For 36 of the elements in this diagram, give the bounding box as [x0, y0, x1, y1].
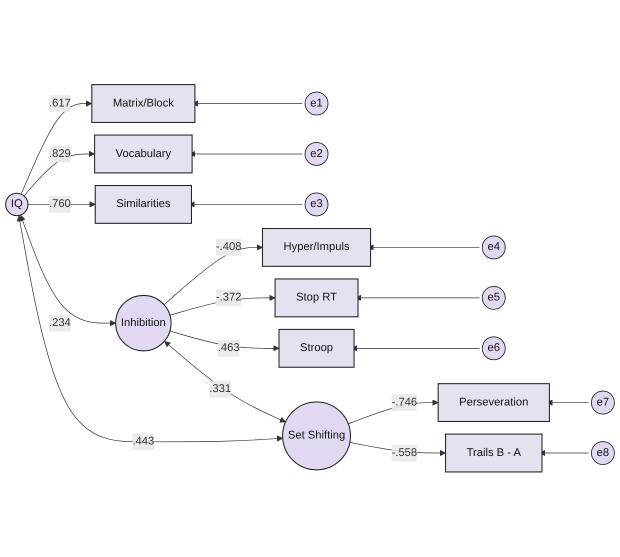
node-circle: e3 — [304, 192, 328, 217]
arrow — [20, 215, 116, 326]
edge-label: .463 — [218, 342, 240, 354]
node-box: Matrix/Block — [91, 84, 196, 124]
node-circle: Set Shifting — [282, 402, 351, 471]
node-circle: e1 — [304, 92, 328, 116]
edge-label: .617 — [48, 97, 71, 110]
node-circle: IQ — [5, 192, 28, 216]
edge-label: -.746 — [392, 396, 418, 408]
arrow — [170, 330, 280, 352]
edge-label: .443 — [132, 436, 154, 448]
edge-label: -.372 — [216, 292, 242, 304]
edge-label: .760 — [48, 198, 71, 210]
node-circle: e2 — [304, 142, 328, 166]
node-box: Hyper/Impuls — [262, 228, 372, 268]
node-box: Similarities — [94, 185, 192, 224]
node-box: Stop RT — [274, 278, 359, 318]
node-circle: e8 — [591, 441, 615, 466]
arrow — [16, 216, 283, 442]
node-circle: Inhibition — [115, 295, 172, 352]
node-box: Vocabulary — [94, 134, 193, 174]
edge-label: -.558 — [392, 446, 418, 459]
edge-label: .829 — [48, 148, 71, 160]
node-box: Perseveration — [438, 383, 550, 422]
node-box: Trails B - A — [445, 434, 543, 473]
node-circle: e5 — [482, 286, 506, 310]
edge-label: .331 — [209, 383, 232, 395]
arrow — [24, 151, 95, 196]
edge-label: -.408 — [216, 241, 242, 254]
node-circle: e6 — [482, 336, 506, 360]
node-circle: e7 — [591, 390, 615, 415]
arrow — [20, 100, 92, 195]
arrow — [164, 341, 286, 423]
edge-label: .234 — [48, 317, 71, 329]
node-circle: e4 — [482, 236, 506, 260]
node-box: Stroop — [278, 329, 355, 368]
